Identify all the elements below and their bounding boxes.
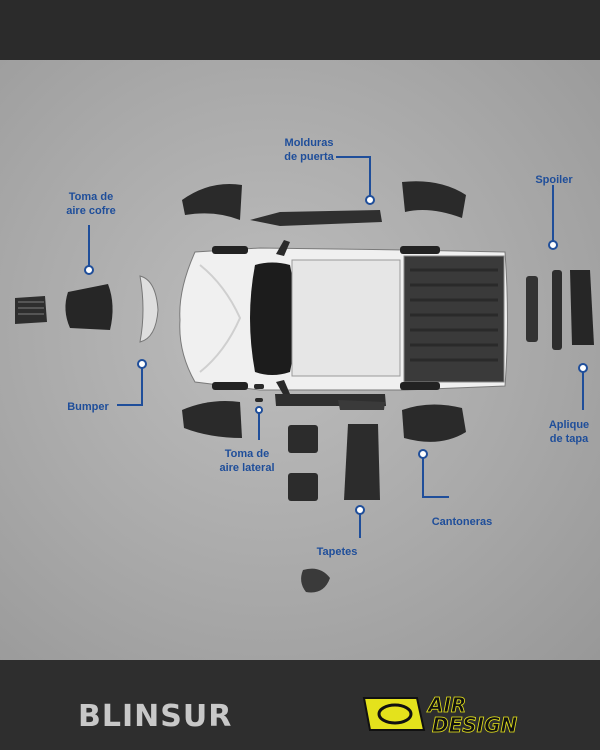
label-molduras: Molduras de puerta — [284, 137, 334, 163]
aplique-tapa-part — [570, 270, 594, 345]
callout-dot-icon — [84, 195, 588, 515]
pickup-truck-icon — [179, 240, 508, 396]
label-spoiler: Spoiler — [535, 174, 573, 186]
label-aplique: Aplique de tapa — [548, 419, 590, 445]
molduras-parts — [250, 210, 386, 410]
label-bumper: Bumper — [67, 401, 109, 413]
top-bar — [0, 0, 600, 60]
air-design-logo: AIR DESIGN — [362, 690, 547, 740]
callout-lines — [88, 156, 584, 538]
cantoneras-parts — [182, 181, 466, 442]
product-display-area — [0, 60, 600, 660]
label-toma-lateral: Toma de aire lateral — [219, 448, 275, 474]
air-design-line1: AIR — [426, 693, 466, 717]
blinsur-logo: BLINSUR — [78, 699, 233, 734]
spoiler-part — [526, 270, 562, 350]
tapetes-parts — [288, 424, 380, 593]
air-design-emblem-icon: AIR DESIGN — [362, 693, 518, 737]
label-cantoneras: Cantoneras — [431, 516, 493, 528]
air-design-line2: DESIGN — [432, 713, 518, 737]
label-tapetes: Tapetes — [316, 546, 358, 558]
toma-aire-lateral-parts — [254, 384, 264, 402]
label-toma-cofre: Toma de aire cofre — [66, 191, 116, 217]
toma-aire-cofre-part — [15, 284, 113, 330]
bottom-bar — [0, 660, 600, 750]
accessories-illustration — [15, 156, 594, 593]
bumper-part — [139, 275, 159, 343]
